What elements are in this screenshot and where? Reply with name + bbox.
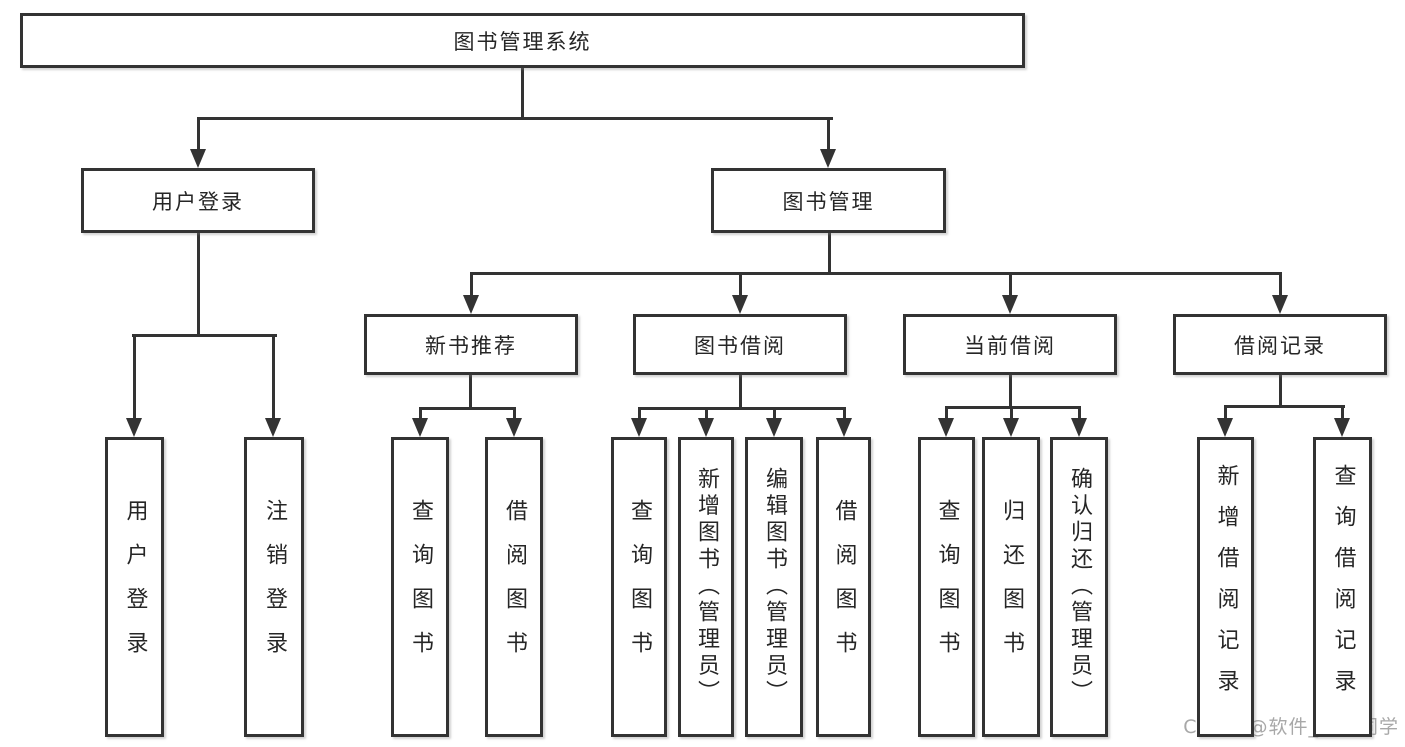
connector-arrow-shaft: [1223, 406, 1227, 421]
connector-arrow-shaft: [944, 407, 948, 421]
node-leaf-logout: 注销登录: [244, 437, 304, 737]
connector-line: [1223, 404, 1345, 408]
connector-line: [520, 68, 524, 120]
connector-arrow-shaft: [772, 408, 776, 421]
node-leaf-user-login: 用户登录: [105, 437, 164, 737]
arrow-down-icon: [820, 149, 836, 168]
node-book-borrowing: 图书借阅: [633, 314, 847, 375]
arrow-down-icon: [265, 418, 281, 437]
node-label: 借阅记录: [1234, 333, 1326, 358]
node-label: 图书借阅: [694, 333, 786, 358]
connector-arrow-shaft: [469, 273, 473, 298]
connector-arrow-shaft: [842, 408, 846, 421]
connector-arrow-shaft: [1340, 406, 1344, 421]
connector-arrow-shaft: [1009, 407, 1013, 421]
connector-arrow-shaft: [704, 408, 708, 421]
arrow-down-icon: [1071, 418, 1087, 437]
arrow-down-icon: [1217, 418, 1233, 437]
node-leaf-return-book: 归还图书: [982, 437, 1040, 737]
node-label: 借阅图书: [502, 499, 527, 675]
arrow-down-icon: [1272, 295, 1288, 314]
connector-line: [738, 375, 742, 410]
arrow-down-icon: [836, 418, 852, 437]
arrow-down-icon: [463, 295, 479, 314]
node-current-borrowing: 当前借阅: [903, 314, 1117, 375]
node-label: 查询图书: [627, 499, 652, 675]
connector-arrow-shaft: [271, 335, 275, 421]
connector-arrow-shaft: [132, 335, 136, 421]
node-user-login: 用户登录: [81, 168, 315, 233]
node-label: 新增图书（管理员）: [694, 467, 719, 707]
connector-arrow-shaft: [738, 273, 742, 298]
connector-arrow-shaft: [637, 408, 641, 421]
node-label: 查询图书: [408, 499, 433, 675]
node-leaf-borrow-book-1: 借阅图书: [485, 437, 543, 737]
node-label: 查询借阅记录: [1330, 464, 1356, 710]
connector-line: [468, 375, 472, 410]
node-leaf-add-borrow-record: 新增借阅记录: [1197, 437, 1254, 737]
node-leaf-edit-book: 编辑图书（管理员）: [745, 437, 803, 737]
node-borrowing-records: 借阅记录: [1173, 314, 1387, 375]
connector-arrow-shaft: [1077, 407, 1081, 421]
node-label: 确认归还（管理员）: [1067, 467, 1092, 707]
connector-line: [637, 406, 846, 410]
node-book-management: 图书管理: [711, 168, 946, 233]
arrow-down-icon: [1003, 418, 1019, 437]
node-leaf-add-book: 新增图书（管理员）: [678, 437, 734, 737]
connector-arrow-shaft: [1008, 273, 1012, 298]
node-leaf-borrow-book-2: 借阅图书: [816, 437, 871, 737]
connector-line: [1008, 375, 1012, 409]
connector-arrow-shaft: [1278, 273, 1282, 298]
connector-arrow-shaft: [512, 408, 516, 421]
connector-line: [418, 406, 516, 410]
arrow-down-icon: [766, 418, 782, 437]
arrow-down-icon: [126, 418, 142, 437]
node-leaf-query-book-2: 查询图书: [611, 437, 667, 737]
arrow-down-icon: [938, 418, 954, 437]
connector-line: [827, 233, 831, 275]
node-leaf-query-borrow-record: 查询借阅记录: [1313, 437, 1372, 737]
node-label: 编辑图书（管理员）: [762, 467, 787, 707]
node-label: 图书管理: [782, 189, 875, 214]
arrow-down-icon: [412, 418, 428, 437]
connector-line: [196, 116, 833, 120]
node-label: 新书推荐: [425, 333, 517, 358]
connector-line: [196, 233, 200, 337]
arrow-down-icon: [506, 418, 522, 437]
node-label: 新增借阅记录: [1213, 464, 1239, 710]
node-label: 查询图书: [934, 499, 960, 675]
arrow-down-icon: [732, 295, 748, 314]
node-label: 借阅图书: [831, 499, 857, 675]
node-label: 注销登录: [262, 499, 287, 675]
connector-arrow-shaft: [418, 408, 422, 421]
node-leaf-confirm-return: 确认归还（管理员）: [1050, 437, 1108, 737]
node-label: 归还图书: [999, 499, 1024, 675]
arrow-down-icon: [190, 149, 206, 168]
arrow-down-icon: [631, 418, 647, 437]
node-label: 当前借阅: [964, 333, 1056, 358]
arrow-down-icon: [698, 418, 714, 437]
node-leaf-query-book-3: 查询图书: [918, 437, 975, 737]
connector-arrow-shaft: [196, 118, 200, 152]
node-label: 图书管理系统: [453, 29, 592, 54]
arrow-down-icon: [1002, 295, 1018, 314]
node-label: 用户登录: [122, 499, 148, 675]
connector-line: [131, 333, 277, 337]
node-new-book-recommend: 新书推荐: [364, 314, 578, 375]
node-label: 用户登录: [152, 189, 244, 214]
connector-arrow-shaft: [826, 118, 830, 152]
node-leaf-query-book-1: 查询图书: [391, 437, 449, 737]
connector-line: [1278, 375, 1282, 408]
connector-line: [944, 405, 1081, 409]
node-library-system: 图书管理系统: [20, 13, 1025, 68]
arrow-down-icon: [1334, 418, 1350, 437]
connector-line: [469, 271, 1282, 275]
